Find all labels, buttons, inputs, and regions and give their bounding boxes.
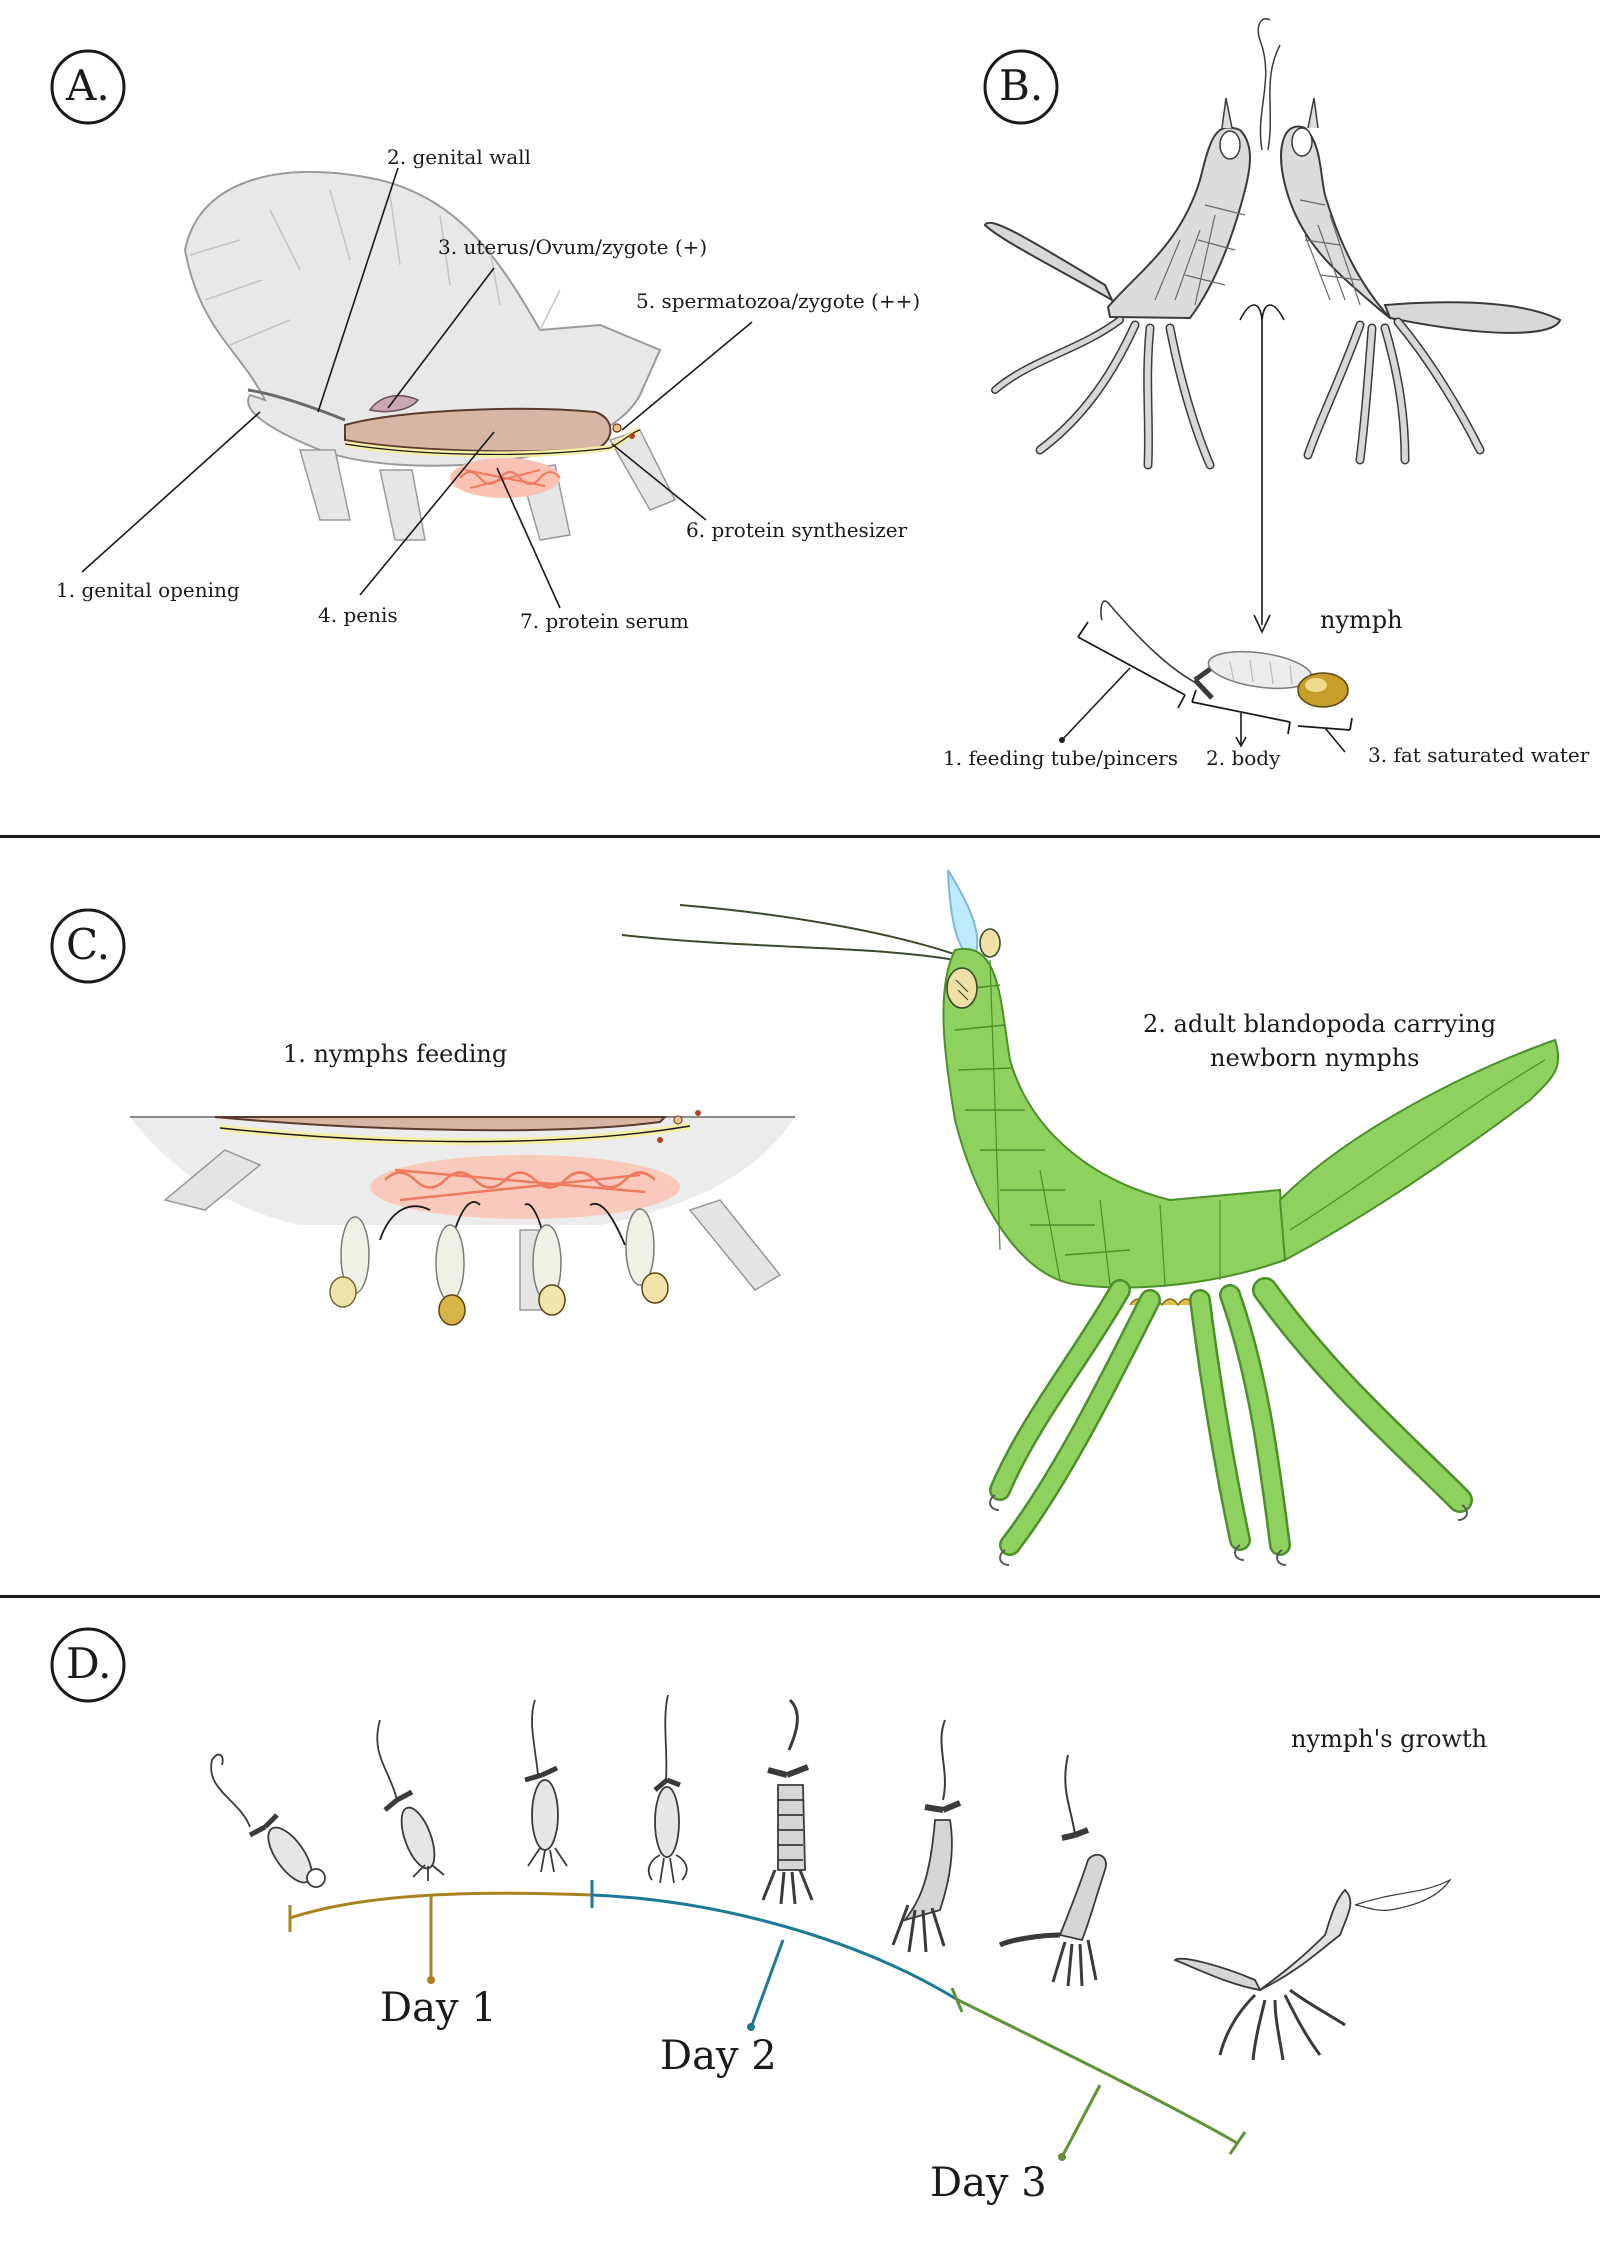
divider-top — [0, 835, 1600, 838]
label-fat-water: 3. fat saturated water — [1368, 743, 1590, 767]
divider-bottom — [0, 1595, 1600, 1598]
panel-b-nymph-illustration — [1059, 600, 1353, 753]
label-feeding-tube: 1. feeding tube/pincers — [943, 746, 1178, 770]
panel-d-badge — [50, 1627, 126, 1703]
panel-a-b-graphics — [50, 18, 1562, 753]
label-day-2: Day 2 — [660, 2033, 777, 2079]
label-protein-synthesizer: 6. protein synthesizer — [686, 518, 908, 542]
panel-c-badge — [50, 908, 126, 984]
panel-a-leader-lines — [81, 167, 753, 609]
panel-b-adult-pair — [983, 18, 1562, 634]
label-adult-line-1: 2. adult blandopoda carrying — [1143, 1010, 1497, 1038]
growth-timeline — [288, 1880, 1247, 2161]
label-nymphs-growth: nymph's growth — [1291, 1725, 1488, 1753]
label-uterus: 3. uterus/Ovum/zygote (+) — [438, 235, 708, 259]
label-penis: 4. penis — [318, 603, 398, 627]
label-nymph: nymph — [1320, 606, 1403, 634]
label-spermatozoa: 5. spermatozoa/zygote (++) — [636, 289, 921, 313]
panel-c-adult-illustration — [621, 869, 1560, 1566]
growth-stages — [210, 1694, 1452, 2061]
panel-b-letter: B. — [999, 61, 1044, 110]
panel-b-badge — [983, 49, 1059, 125]
panel-a-body-illustration — [183, 171, 677, 541]
label-day-1: Day 1 — [380, 1985, 497, 2031]
label-genital-opening: 1. genital opening — [56, 578, 240, 602]
panel-c-feeding-illustration — [130, 1110, 795, 1326]
panel-d-letter: D. — [66, 1639, 112, 1688]
panel-d-graphics — [50, 1627, 1452, 2161]
panel-c-letter: C. — [66, 920, 110, 969]
label-day-3: Day 3 — [930, 2160, 1047, 2206]
panel-a-badge — [50, 49, 126, 125]
label-nymphs-feeding: 1. nymphs feeding — [283, 1040, 508, 1068]
label-body: 2. body — [1206, 746, 1281, 770]
label-protein-serum: 7. protein serum — [520, 609, 689, 633]
label-adult-line-2: newborn nymphs — [1210, 1044, 1420, 1072]
panel-c-graphics — [50, 869, 1560, 1566]
panel-a-letter: A. — [66, 61, 110, 110]
label-genital-wall: 2. genital wall — [387, 145, 531, 169]
